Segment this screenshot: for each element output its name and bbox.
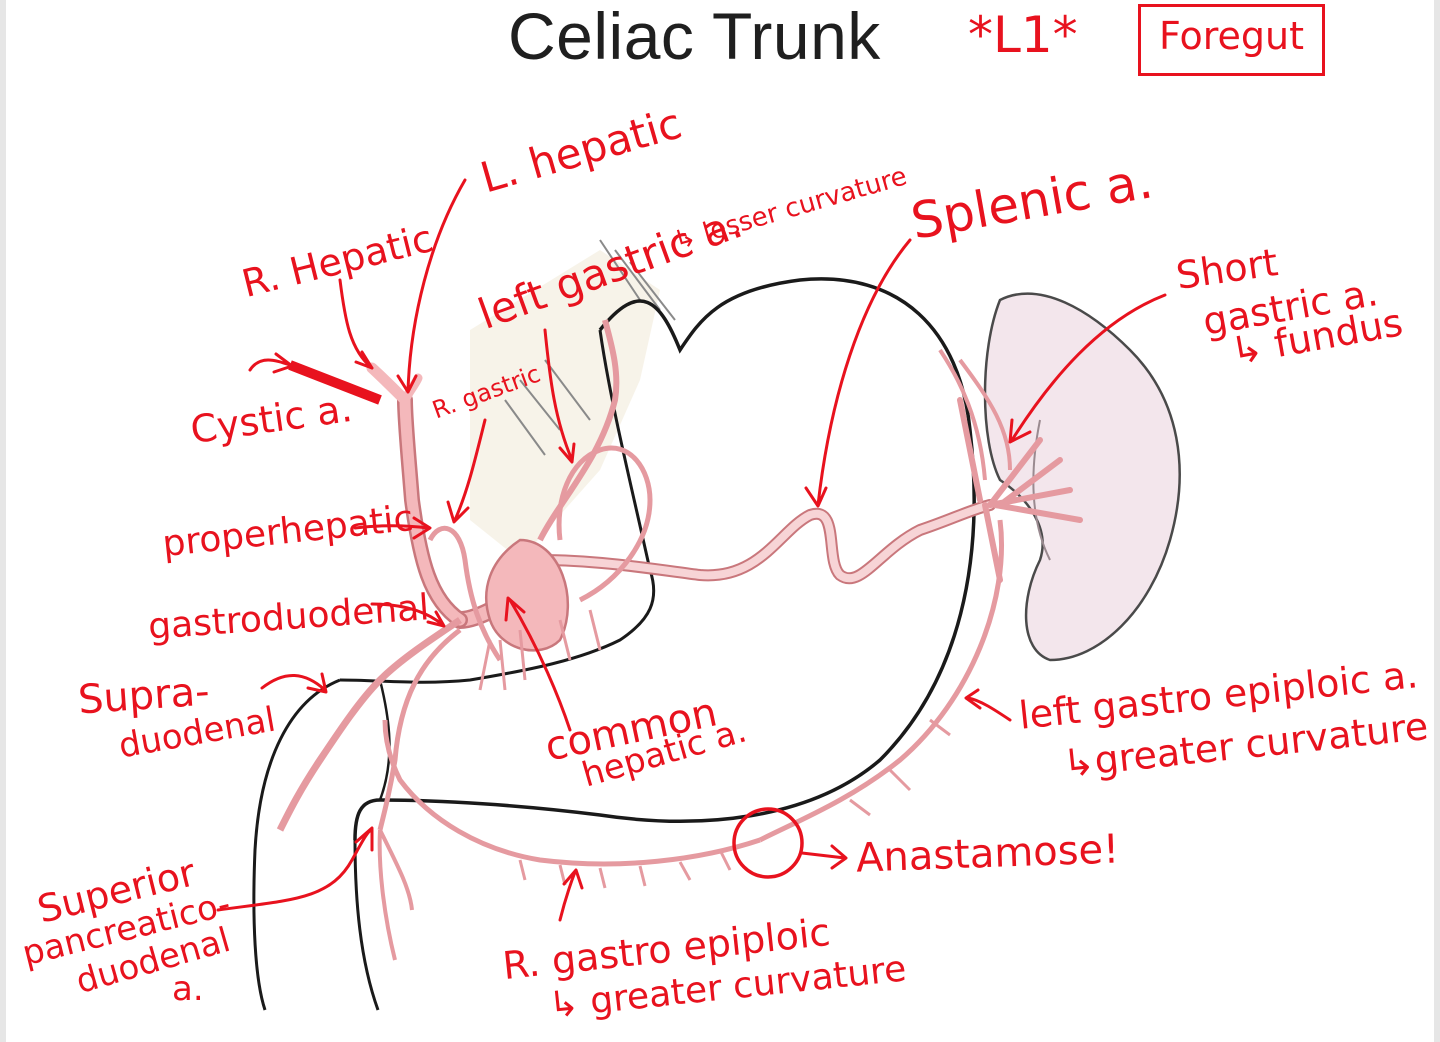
short-gastric-arteries	[938, 348, 1012, 481]
stomach-lesser-curve	[339, 569, 656, 684]
stomach-wall-twigs	[478, 609, 602, 691]
left-gastroepiploic-artery	[758, 519, 1004, 843]
left-gastric-arrow	[543, 328, 576, 464]
r-gastric-arrow	[446, 418, 487, 524]
splenic-branches	[957, 397, 1083, 583]
proper-hepatic-arrow	[353, 516, 432, 540]
duodenum-outline	[252, 678, 341, 1011]
left-gastroepiploic-arrow	[964, 688, 1012, 722]
splenic-artery-fill	[536, 501, 994, 583]
slide-title: Celiac Trunk	[508, 0, 881, 73]
r-gastroepiploic-arrow	[558, 868, 584, 922]
liver-hatching	[504, 239, 676, 456]
spleen	[983, 292, 1181, 662]
short-gastric-arrow	[1008, 293, 1167, 444]
anastomose-arrow	[800, 844, 848, 870]
liver-shading	[470, 250, 660, 560]
celiac-trunk-core	[485, 538, 569, 652]
common-hepatic-arrow	[504, 596, 572, 732]
gastroduodenal-arrow	[370, 602, 446, 628]
left-hepatic-artery	[400, 373, 423, 405]
supraduodenal-arrow	[260, 672, 328, 694]
sup-pancreatico-arrow	[216, 826, 374, 912]
splenic-arrow	[804, 238, 912, 508]
duodenum-inner	[353, 839, 380, 1011]
sup-pancreaticoduodenal-artery	[377, 829, 414, 961]
anastomosis-circle	[732, 807, 804, 879]
spleen-hilum	[1032, 419, 1051, 561]
vertebral-level-tag: *L1*	[968, 6, 1078, 64]
gastroepiploic-twigs	[518, 718, 951, 889]
gastroduodenal-artery	[276, 617, 462, 832]
r-hepatic-arrow	[338, 278, 374, 370]
cystic-arrow	[248, 352, 294, 374]
right-gastric-artery	[427, 526, 503, 662]
label-sup-pancreatico-4: a.	[172, 969, 204, 1009]
left-gastric-loop	[556, 445, 653, 603]
label-anastomose: Anastamose!	[855, 826, 1120, 882]
annotation-arrows	[216, 178, 1167, 922]
gastroduodenal-descending	[377, 628, 462, 831]
stomach-outline	[353, 277, 976, 841]
proper-hepatic-artery-fill	[399, 394, 466, 626]
l-hepatic-arrow	[396, 178, 467, 394]
gut-region-tag: Foregut	[1138, 4, 1326, 76]
cystic-artery-lumen	[288, 360, 382, 405]
pylorus	[378, 679, 391, 801]
